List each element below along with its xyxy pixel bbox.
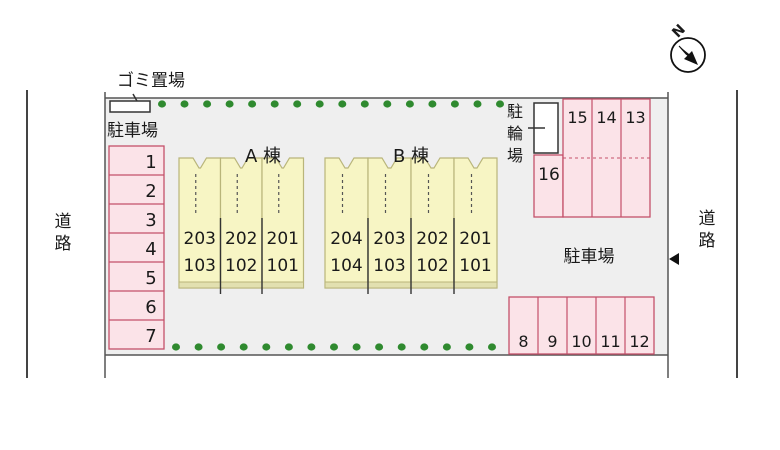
building-walkway [178, 281, 304, 289]
parking-space-number: 15 [567, 108, 587, 127]
hedge-top [158, 100, 504, 108]
hedge-shrub [488, 343, 496, 351]
unit-number-lower: 104 [330, 256, 362, 276]
unit-number-upper: 202 [225, 229, 257, 249]
hedge-shrub [248, 100, 257, 108]
parking-space-number: 14 [596, 108, 616, 127]
unit-number-lower: 103 [373, 256, 405, 276]
unit-number-upper: 201 [267, 229, 299, 249]
parking-space-number: 8 [518, 332, 528, 351]
unit-number-lower: 101 [267, 256, 299, 276]
hedge-shrub [307, 343, 316, 351]
hedge-shrub [338, 100, 347, 108]
compass-icon [670, 37, 706, 73]
hedge-shrub [284, 343, 293, 351]
hedge-shrub [180, 100, 189, 108]
hedge-shrub [405, 100, 414, 108]
hedge-shrub [194, 343, 203, 351]
building-a: A 棟 203 202 201 103 102 101 [178, 146, 305, 294]
parking-space-number: 5 [145, 268, 156, 289]
parking-space-number: 11 [600, 332, 620, 351]
hedge-shrub [330, 343, 338, 351]
parking-space-number: 12 [629, 332, 649, 351]
hedge-shrub [225, 100, 234, 108]
parking-left-label: 駐車場 [107, 121, 158, 141]
parking-space-number: 1 [145, 152, 156, 173]
hedge-shrub [465, 343, 474, 351]
hedge-shrub [496, 100, 504, 108]
hedge-shrub [270, 100, 279, 108]
parking-space-16 [533, 154, 564, 218]
garbage-leader [132, 93, 138, 102]
parking-space-number: 16 [538, 165, 560, 185]
building-name: B 棟 [393, 146, 429, 167]
hedge-shrub [293, 100, 302, 108]
unit-number-upper: 202 [416, 229, 448, 249]
unit-number-upper: 203 [373, 229, 405, 249]
hedge-shrub [450, 100, 459, 108]
parking-space-number: 6 [145, 297, 156, 318]
bicycle-parking-label: 駐輪場 [507, 102, 523, 165]
parking-space-number: 3 [145, 210, 156, 231]
hedge-shrub [473, 100, 482, 108]
building-b: B 棟 204 203 202 201 104 103 102 101 [324, 146, 498, 294]
road-label-right: 道路 [699, 209, 716, 251]
unit-number-upper: 203 [184, 229, 216, 249]
hedge-shrub [420, 343, 429, 351]
parking-left-frame [108, 145, 165, 350]
hedge-shrub [360, 100, 369, 108]
hedge-shrub [428, 100, 437, 108]
parking-space-number: 13 [625, 108, 645, 127]
building-name: A 棟 [245, 146, 281, 167]
hedge-bottom [172, 343, 496, 351]
hedge-shrub [172, 343, 180, 351]
hedge-shrub [239, 343, 248, 351]
parking-space-number: 9 [547, 332, 557, 351]
unit-number-lower: 102 [225, 256, 257, 276]
access-arrow-icon [669, 253, 679, 265]
parking-space-number: 10 [571, 332, 591, 351]
parking-space-number: 4 [145, 239, 156, 260]
unit-number-lower: 102 [416, 256, 448, 276]
hedge-shrub [375, 343, 384, 351]
unit-number-upper: 201 [459, 229, 491, 249]
hedge-shrub [217, 343, 226, 351]
hedge-shrub [442, 343, 451, 351]
parking-right-label: 駐車場 [564, 247, 615, 267]
hedge-shrub [158, 100, 166, 108]
parking-left-column: 1 2 3 4 5 6 7 [108, 145, 165, 350]
unit-number-lower: 101 [459, 256, 491, 276]
parking-top-right: 16 15 14 13 [533, 98, 651, 218]
hedge-shrub [352, 343, 361, 351]
road-label-left: 道路 [55, 212, 72, 254]
hedge-shrub [203, 100, 212, 108]
hedge-shrub [397, 343, 406, 351]
parking-bottom-frame [508, 296, 655, 355]
parking-space-number: 7 [145, 326, 156, 347]
unit-number-lower: 103 [184, 256, 216, 276]
hedge-shrub [262, 343, 271, 351]
garbage-label: ゴミ置場 [117, 70, 185, 91]
hedge-shrub [315, 100, 324, 108]
parking-space-number: 2 [145, 181, 156, 202]
garbage-box [109, 100, 151, 113]
hedge-shrub [383, 100, 392, 108]
unit-number-upper: 204 [330, 229, 362, 249]
